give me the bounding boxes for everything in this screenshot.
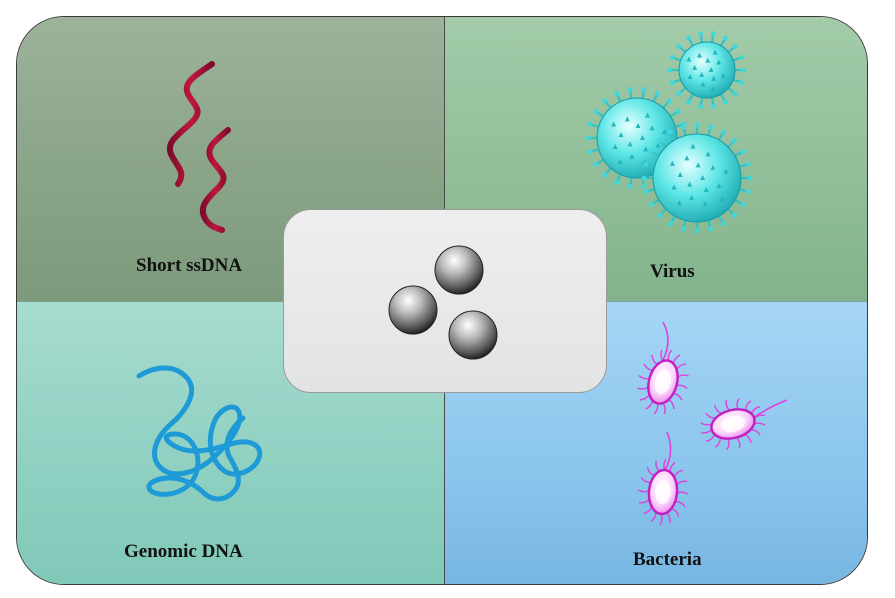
virus-particle-1 [667, 31, 747, 109]
label-bacteria: Bacteria [633, 549, 702, 570]
bacterium-2 [700, 397, 788, 451]
bacteria-cells-icon [637, 321, 788, 526]
label-virus: Virus [650, 261, 695, 282]
genomic-dna-coil-icon [136, 365, 263, 502]
label-genomic-dna: Genomic DNA [124, 541, 243, 562]
virus-particle-3 [641, 122, 753, 234]
bead-1 [434, 245, 484, 295]
bacterium-3 [637, 431, 689, 526]
virus-particles-icon [585, 31, 753, 234]
ssdna-strand-icon [167, 61, 231, 233]
bead-2 [388, 285, 438, 335]
bacterium-1 [637, 321, 689, 415]
center-bead-box [283, 209, 607, 393]
label-short-ssdna: Short ssDNA [136, 255, 243, 276]
magnetic-beads-icon [388, 245, 498, 360]
bead-3 [448, 310, 498, 360]
